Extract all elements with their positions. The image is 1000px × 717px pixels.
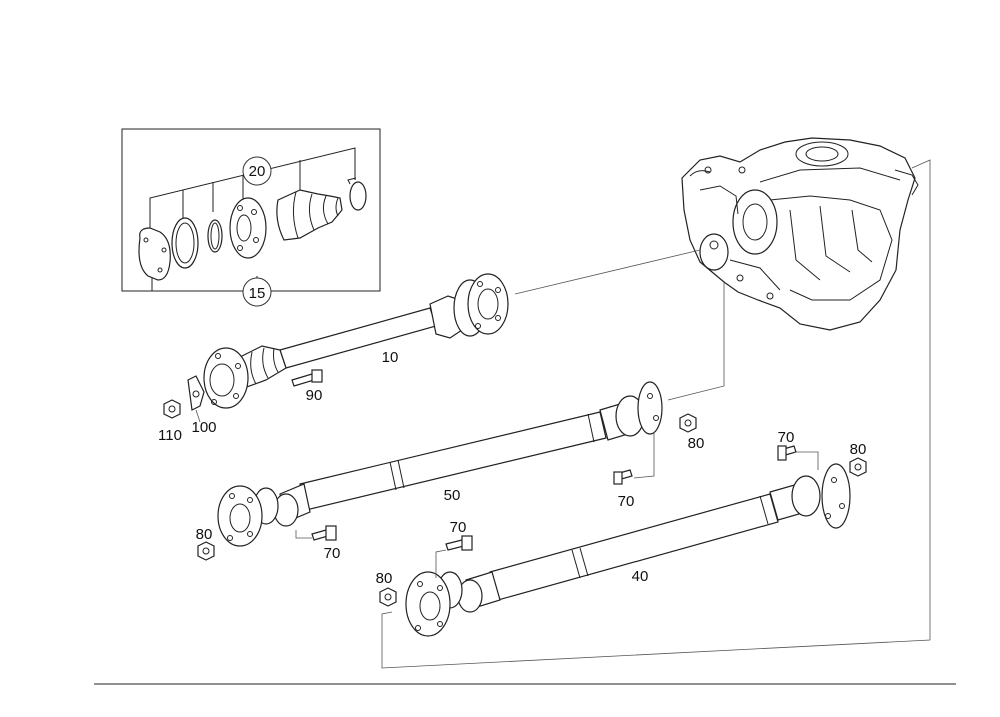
bolt-70-left — [295, 525, 337, 541]
callout-20-circle — [242, 156, 272, 186]
propeller-shaft-40 — [405, 463, 851, 637]
callout-90: 90 — [306, 387, 323, 404]
callout-80-lower-right: 80 — [850, 441, 867, 458]
bolt-70-mid — [435, 535, 473, 578]
callout-70-mid: 70 — [450, 519, 467, 536]
nut-80-left — [197, 541, 215, 561]
bolt-70-upper — [613, 432, 655, 485]
bolt-70-right — [777, 445, 819, 470]
nut-80-lower-left — [379, 587, 397, 607]
snap-ring — [207, 219, 223, 253]
propeller-shaft-50 — [217, 381, 663, 547]
callout-80-upper: 80 — [688, 435, 705, 452]
callout-40: 40 — [632, 568, 649, 585]
callout-80-left: 80 — [196, 526, 213, 543]
boot-clamp — [347, 177, 367, 211]
nut-80-lower-right — [849, 457, 867, 477]
cv-boot — [276, 189, 343, 241]
bolt-90 — [291, 369, 323, 387]
callout-10: 10 — [382, 349, 399, 366]
cv-joint-kit-inset: 20 15 — [121, 128, 381, 307]
callout-70-right: 70 — [778, 429, 795, 446]
callout-80-lower-left: 80 — [376, 570, 393, 587]
gasket-ring — [171, 217, 199, 269]
callout-70-upper: 70 — [618, 493, 635, 510]
callout-110: 110 — [158, 427, 182, 444]
callout-15-circle — [242, 277, 272, 307]
leader-lines — [381, 159, 931, 669]
callout-100: 100 — [191, 419, 216, 436]
callout-20: 20 — [249, 163, 266, 180]
half-shaft-10 — [203, 273, 509, 409]
callout-70-left: 70 — [324, 545, 341, 562]
nut-80-upper — [679, 413, 697, 433]
callout-15: 15 — [249, 285, 266, 302]
gasket-100 — [187, 375, 205, 411]
joint-cover-plate — [138, 227, 171, 281]
callout-50: 50 — [444, 487, 461, 504]
nut-110 — [163, 399, 181, 419]
cv-joint-body — [229, 197, 267, 259]
transfer-case — [681, 137, 919, 331]
